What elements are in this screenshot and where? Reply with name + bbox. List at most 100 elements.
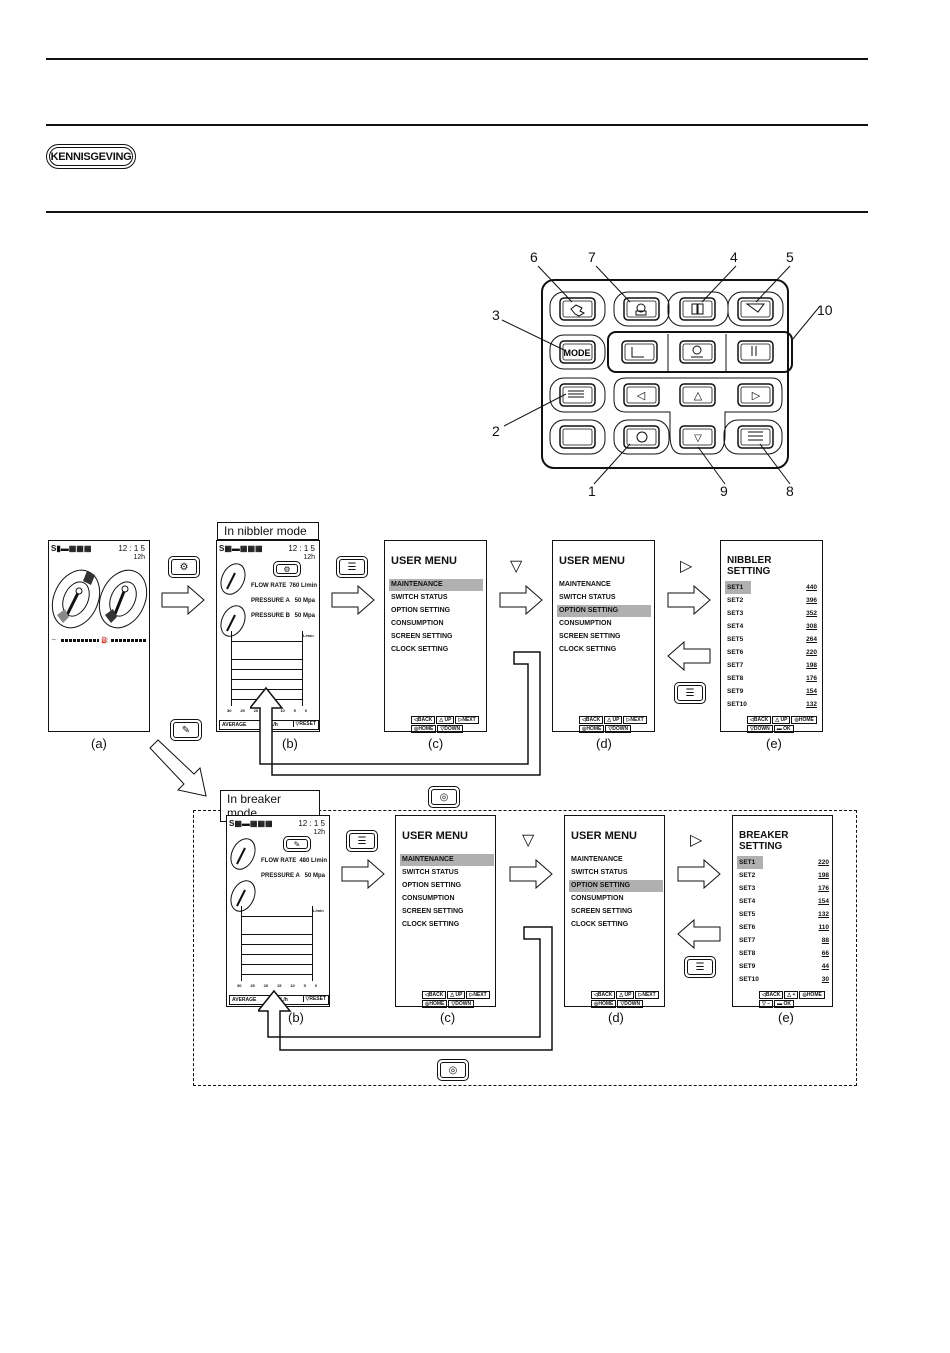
menu-item-maintenance[interactable]: MAINTENANCE — [389, 579, 483, 591]
svg-text:1: 1 — [588, 483, 596, 499]
pressure-a-label: PRESSURE A — [251, 598, 290, 604]
svg-text:6: 6 — [530, 249, 538, 265]
menu-item-switch-status[interactable]: SWITCH STATUS — [571, 869, 628, 876]
setting-row-set10[interactable]: SET10 132 — [725, 698, 817, 711]
clock-time: 12 : 1 5 — [118, 544, 145, 553]
breaker-screen-c-user-menu: USER MENU MAINTENANCE SWITCH STATUS OPTI… — [395, 815, 496, 1009]
flow-arrow-to-breaker — [149, 739, 207, 797]
menu-key-icon: ☰ — [684, 956, 716, 978]
down-key-symbol: ▽ — [510, 558, 523, 575]
menu-item-consumption[interactable]: CONSUMPTION — [391, 620, 444, 627]
svg-text:9: 9 — [720, 483, 728, 499]
menu-item-screen-setting[interactable]: SCREEN SETTING — [559, 633, 621, 640]
setting-label: SET6 — [727, 649, 744, 656]
menu-item-screen-setting[interactable]: SCREEN SETTING — [391, 633, 453, 640]
svg-text:4: 4 — [730, 249, 738, 265]
status-icons: S▦▬▦▦▦ — [229, 819, 273, 828]
setting-value: 30 — [821, 976, 829, 983]
menu-item-consumption[interactable]: CONSUMPTION — [402, 895, 455, 902]
reset-button[interactable]: ▽RESET — [293, 721, 316, 727]
menu-item-consumption[interactable]: CONSUMPTION — [571, 895, 624, 902]
setting-value: 440 — [806, 584, 817, 591]
setting-label: SET1 — [737, 856, 763, 869]
menu-item-consumption[interactable]: CONSUMPTION — [559, 620, 612, 627]
menu-item-clock-setting[interactable]: CLOCK SETTING — [402, 921, 460, 928]
flow-arrow-c-to-d-breaker — [509, 858, 553, 890]
setting-value: 154 — [806, 688, 817, 695]
menu-item-clock-setting[interactable]: CLOCK SETTING — [571, 921, 629, 928]
setting-label: SET9 — [727, 688, 744, 695]
notice-badge-label: KENNISGEVING — [50, 150, 132, 163]
down-key-symbol: ▽ — [522, 832, 535, 849]
caption-e-breaker: (e) — [778, 1010, 794, 1025]
pressure-b-value: 50 Mpa — [294, 613, 315, 619]
menu-item-switch-status[interactable]: SWITCH STATUS — [559, 594, 616, 601]
menu-item-screen-setting[interactable]: SCREEN SETTING — [402, 908, 464, 915]
menu-item-clock-setting[interactable]: CLOCK SETTING — [391, 646, 449, 653]
menu-footer: ◁BACK△ UP▷NEXT◎HOME▽DOWN — [422, 991, 496, 1009]
setting-label: SET1 — [725, 581, 751, 594]
flow-arrow-b-to-c-breaker — [341, 858, 385, 890]
flow-rate-value: 760 L/min — [289, 583, 317, 589]
setting-footer: ◁BACK△ UP◎HOME▽DOWN▬ OK — [747, 716, 821, 734]
setting-row-set10[interactable]: SET10 30 — [737, 973, 829, 986]
svg-text:3: 3 — [492, 307, 500, 323]
menu-title: USER MENU — [391, 555, 458, 567]
status-icons: S▮▬▦▦▦ — [51, 544, 92, 553]
menu-item-option-setting[interactable]: OPTION SETTING — [557, 605, 651, 617]
caption-e-nibbler: (e) — [766, 736, 782, 751]
setting-row-set9[interactable]: SET9 154 — [725, 685, 817, 698]
menu-title: USER MENU — [402, 830, 469, 842]
notice-badge: KENNISGEVING — [46, 144, 136, 169]
menu-item-option-setting[interactable]: OPTION SETTING — [569, 880, 663, 892]
setting-label: SET10 — [739, 976, 759, 983]
setting-row-set1[interactable]: SET1 440 — [725, 581, 817, 594]
home-key-icon: ◎ — [437, 1059, 469, 1081]
reset-button[interactable]: ▽RESET — [303, 996, 326, 1002]
flow-arrow-c-to-d — [499, 584, 543, 616]
menu-item-maintenance[interactable]: MAINTENANCE — [571, 856, 623, 863]
menu-item-clock-setting[interactable]: CLOCK SETTING — [559, 646, 617, 653]
menu-item-switch-status[interactable]: SWITCH STATUS — [402, 869, 459, 876]
right-arrow-glyph: ▷ — [752, 390, 761, 402]
down-arrow-glyph: ▽ — [694, 433, 702, 444]
setting-value: 132 — [806, 701, 817, 708]
menu-item-option-setting[interactable]: OPTION SETTING — [402, 882, 462, 889]
menu-item-maintenance[interactable]: MAINTENANCE — [559, 581, 611, 588]
setting-label: SET2 — [739, 872, 756, 879]
setting-label: SET10 — [727, 701, 747, 708]
pressure-a-value: 50 Mpa — [304, 873, 325, 879]
caption-c-nibbler: (c) — [428, 736, 444, 751]
chart-unit: L/min — [313, 908, 324, 913]
menu-item-switch-status[interactable]: SWITCH STATUS — [391, 594, 448, 601]
pressure-a-value: 50 Mpa — [294, 598, 315, 604]
menu-item-option-setting[interactable]: OPTION SETTING — [391, 607, 451, 614]
flow-arrow-d-to-e — [667, 584, 711, 616]
setting-value: 176 — [818, 885, 829, 892]
menu-title: USER MENU — [559, 555, 626, 567]
caption-b-nibbler: (b) — [282, 736, 298, 751]
setting-label: SET8 — [727, 675, 744, 682]
breaker-key-icon: ✎ — [170, 719, 202, 741]
menu-item-screen-setting[interactable]: SCREEN SETTING — [571, 908, 633, 915]
menu-item-maintenance[interactable]: MAINTENANCE — [400, 854, 494, 866]
caption-d-breaker: (d) — [608, 1010, 624, 1025]
